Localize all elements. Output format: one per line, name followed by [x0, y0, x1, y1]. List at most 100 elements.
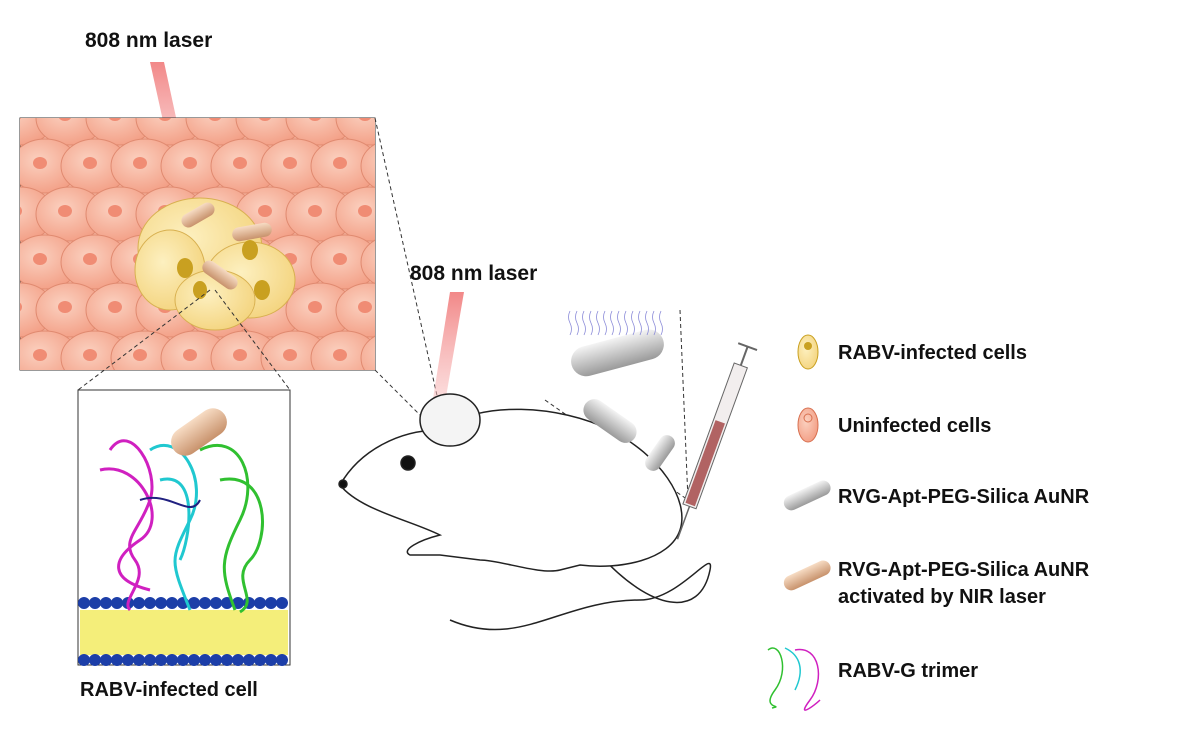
laser-label-top: 808 nm laser [85, 29, 212, 52]
cell-nucleus [20, 302, 22, 312]
lipid-head [111, 654, 123, 666]
lipid-head [144, 597, 156, 609]
cell-nucleus [383, 349, 397, 361]
cell-nucleus [108, 301, 122, 313]
legend-item-nanorod: RVG-Apt-PEG-Silica AuNR [783, 480, 1090, 511]
lipid-head [254, 654, 266, 666]
lipid-head [188, 597, 200, 609]
lipid-head [100, 597, 112, 609]
cell-nucleus [83, 253, 97, 265]
ligand-strand [624, 310, 628, 336]
lipid-head [243, 654, 255, 666]
syringe-illustration [676, 342, 758, 540]
cell-nucleus [358, 301, 372, 313]
lipid-head [276, 654, 288, 666]
lipid-head [133, 597, 145, 609]
uninfected-cell [335, 186, 375, 242]
lipid-head [122, 654, 134, 666]
ligand-strand [582, 310, 586, 336]
uninfected-cell [360, 239, 375, 285]
ligand-strand [603, 310, 607, 336]
legend-item-activated-nanorod: RVG-Apt-PEG-Silica AuNR activated by NIR… [783, 559, 1090, 608]
ligand-strand [589, 310, 593, 336]
ligand-strand [652, 310, 656, 336]
cell-nucleus [383, 157, 397, 169]
cell-nucleus [308, 301, 322, 313]
legend-label: RABV-infected cells [838, 342, 1027, 364]
cell-nucleus [83, 157, 97, 169]
cell-nucleus [33, 253, 47, 265]
legend-item-uninfected: Uninfected cells [797, 407, 991, 443]
lipid-head [177, 654, 189, 666]
ligand-strand [631, 310, 635, 336]
lipid-head [155, 597, 167, 609]
cell-nucleus [20, 118, 22, 120]
protein-trimer-icon [767, 647, 821, 711]
cell-nucleus [133, 349, 147, 361]
lipid-head [111, 597, 123, 609]
laser-label-mouse: 808 nm laser [410, 262, 537, 285]
legend-label: Uninfected cells [838, 415, 991, 437]
activated-nanorod [181, 202, 215, 228]
lipid-head [166, 654, 178, 666]
lipid-head [89, 654, 101, 666]
mouse-illustration [338, 393, 712, 631]
lipid-head [210, 597, 222, 609]
lipid-head [232, 654, 244, 666]
lipid-head [199, 597, 211, 609]
ligand-strand [568, 310, 572, 336]
injected-nanorods [568, 310, 675, 471]
lipid-head [254, 597, 266, 609]
cell-nucleus [183, 157, 197, 169]
ligand-strand [617, 310, 621, 336]
lipid-head [89, 597, 101, 609]
lipid-head [133, 654, 145, 666]
cell-nucleus [308, 118, 322, 121]
lipid-head [265, 654, 277, 666]
membrane-bilayer [78, 597, 288, 666]
cell-nucleus [158, 118, 172, 121]
tissue-panel [19, 117, 397, 371]
cell-nucleus [183, 349, 197, 361]
infected-cluster [134, 197, 296, 331]
inset-caption: RABV-infected cell [80, 679, 258, 701]
ligand-strand [596, 310, 600, 336]
cell-nucleus [208, 118, 222, 121]
uninfected-cell [335, 282, 375, 338]
ligand-strand [645, 310, 649, 336]
cell-nucleus [108, 205, 122, 217]
legend-label: RVG-Apt-PEG-Silica AuNR [838, 559, 1090, 581]
cell-nucleus [283, 157, 297, 169]
cell-nucleus [333, 253, 347, 265]
lipid-head [166, 597, 178, 609]
lipid-head [221, 654, 233, 666]
ligand-strand [575, 310, 579, 336]
ligand-strand [610, 310, 614, 336]
lipid-head [188, 654, 200, 666]
nanorod [645, 435, 675, 471]
lipid-head [78, 654, 90, 666]
lipid-head [199, 654, 211, 666]
cell-nucleus [333, 349, 347, 361]
uninfected-cell-icon [797, 407, 819, 443]
lipid-head [276, 597, 288, 609]
lipid-head [78, 597, 90, 609]
nanorod [583, 399, 637, 443]
activated-nanorod-icon [783, 560, 831, 591]
cell-nucleus [258, 205, 272, 217]
cell-nucleus [20, 206, 22, 216]
lipid-head [155, 654, 167, 666]
activated-nanorod [202, 260, 238, 290]
cell-nucleus [58, 118, 72, 121]
nanorod [571, 329, 664, 377]
legend-label: RABV-G trimer [838, 660, 978, 682]
cell-nucleus [58, 205, 72, 217]
cell-nucleus [133, 157, 147, 169]
legend-item-trimer: RABV-G trimer [767, 647, 978, 711]
cell-nucleus [308, 205, 322, 217]
cell-nucleus [333, 157, 347, 169]
activated-nanorod [232, 222, 272, 242]
lipid-head [144, 654, 156, 666]
lipid-head [100, 654, 112, 666]
